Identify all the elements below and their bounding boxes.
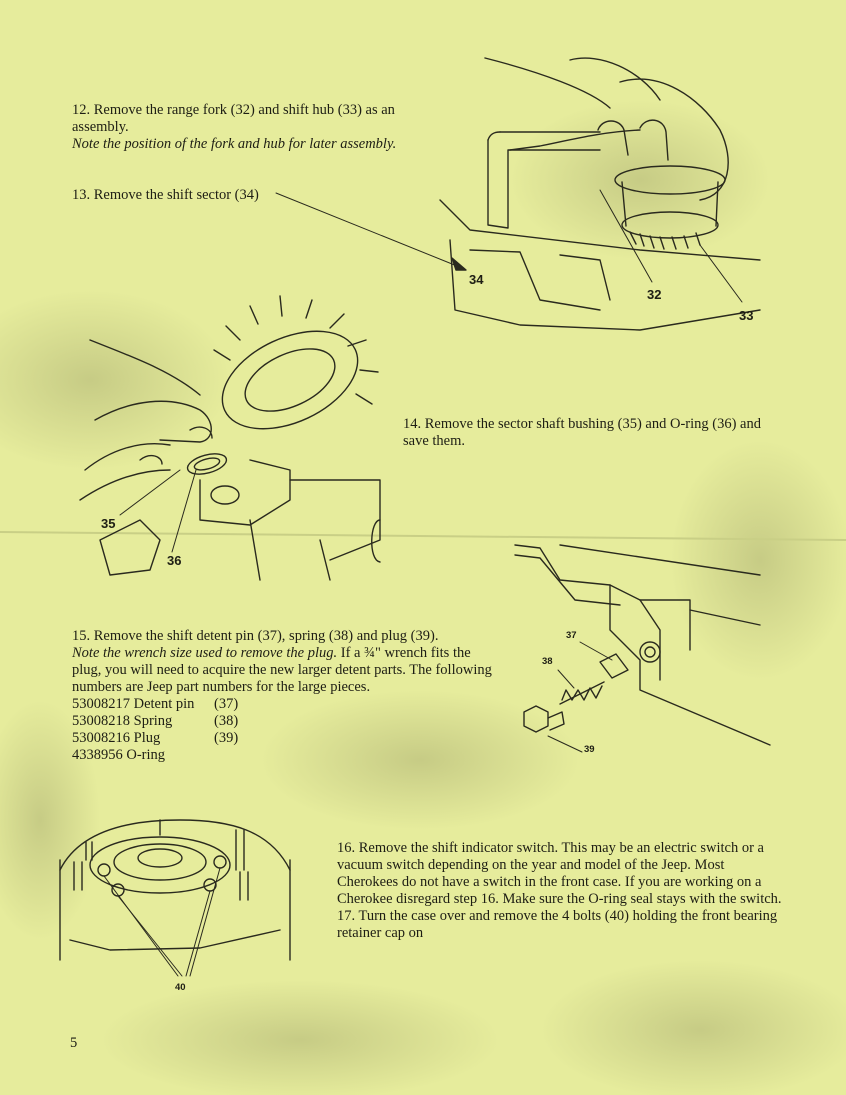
step-15-text: 15. Remove the shift detent pin (37), sp… [72,628,439,644]
step-14-text: 14. Remove the sector shaft bushing (35)… [403,416,761,449]
step-12: 12. Remove the range fork (32) and shift… [72,102,432,153]
step-15: 15. Remove the shift detent pin (37), sp… [72,628,492,764]
part-number: 4338956 O-ring [72,747,166,763]
callout-32: 32 [647,287,662,302]
callout-38: 38 [542,656,553,667]
page-number: 5 [70,1035,78,1051]
range-fork-hub-illustration [275,57,761,331]
part-row: 53008217 Detent pin (37) [72,696,492,713]
callout-39: 39 [584,744,595,755]
part-row: 53008216 Plug (39) [72,730,492,747]
step-12-text: 12. Remove the range fork (32) and shift… [72,102,395,135]
step-15-note-rest: If a ¾" wrench fits the plug, you will n… [72,645,492,695]
part-row: 4338956 O-ring [72,747,492,764]
step-13-text: 13. Remove the shift sector (34) [72,187,259,203]
callout-33: 33 [739,308,754,323]
part-row: 53008218 Spring (38) [72,713,492,730]
callout-37: 37 [566,630,577,641]
bearing-retainer-illustration [59,819,291,977]
bushing-oring-illustration [79,295,381,581]
step-16-text: 16. Remove the shift indicator switch. T… [337,840,782,907]
callout-34: 34 [469,272,484,287]
step-16-17: 16. Remove the shift indicator switch. T… [337,840,787,942]
detent-parts-illustration [514,544,771,753]
step-13: 13. Remove the shift sector (34) [72,187,292,204]
part-ref: (39) [214,730,239,746]
callout-40: 40 [175,982,186,993]
part-number: 53008216 Plug [72,730,161,746]
part-ref: (38) [214,713,239,729]
part-ref: (37) [214,696,239,712]
callout-36: 36 [167,553,182,568]
step-17-text: 17. Turn the case over and remove the 4 … [337,908,778,941]
step-15-note: Note the wrench size used to remove the … [72,645,338,661]
part-number: 53008217 Detent pin [72,696,195,712]
step-14: 14. Remove the sector shaft bushing (35)… [403,416,783,450]
callout-35: 35 [101,516,116,531]
step-12-note: Note the position of the fork and hub fo… [72,136,397,152]
part-number: 53008218 Spring [72,713,173,729]
